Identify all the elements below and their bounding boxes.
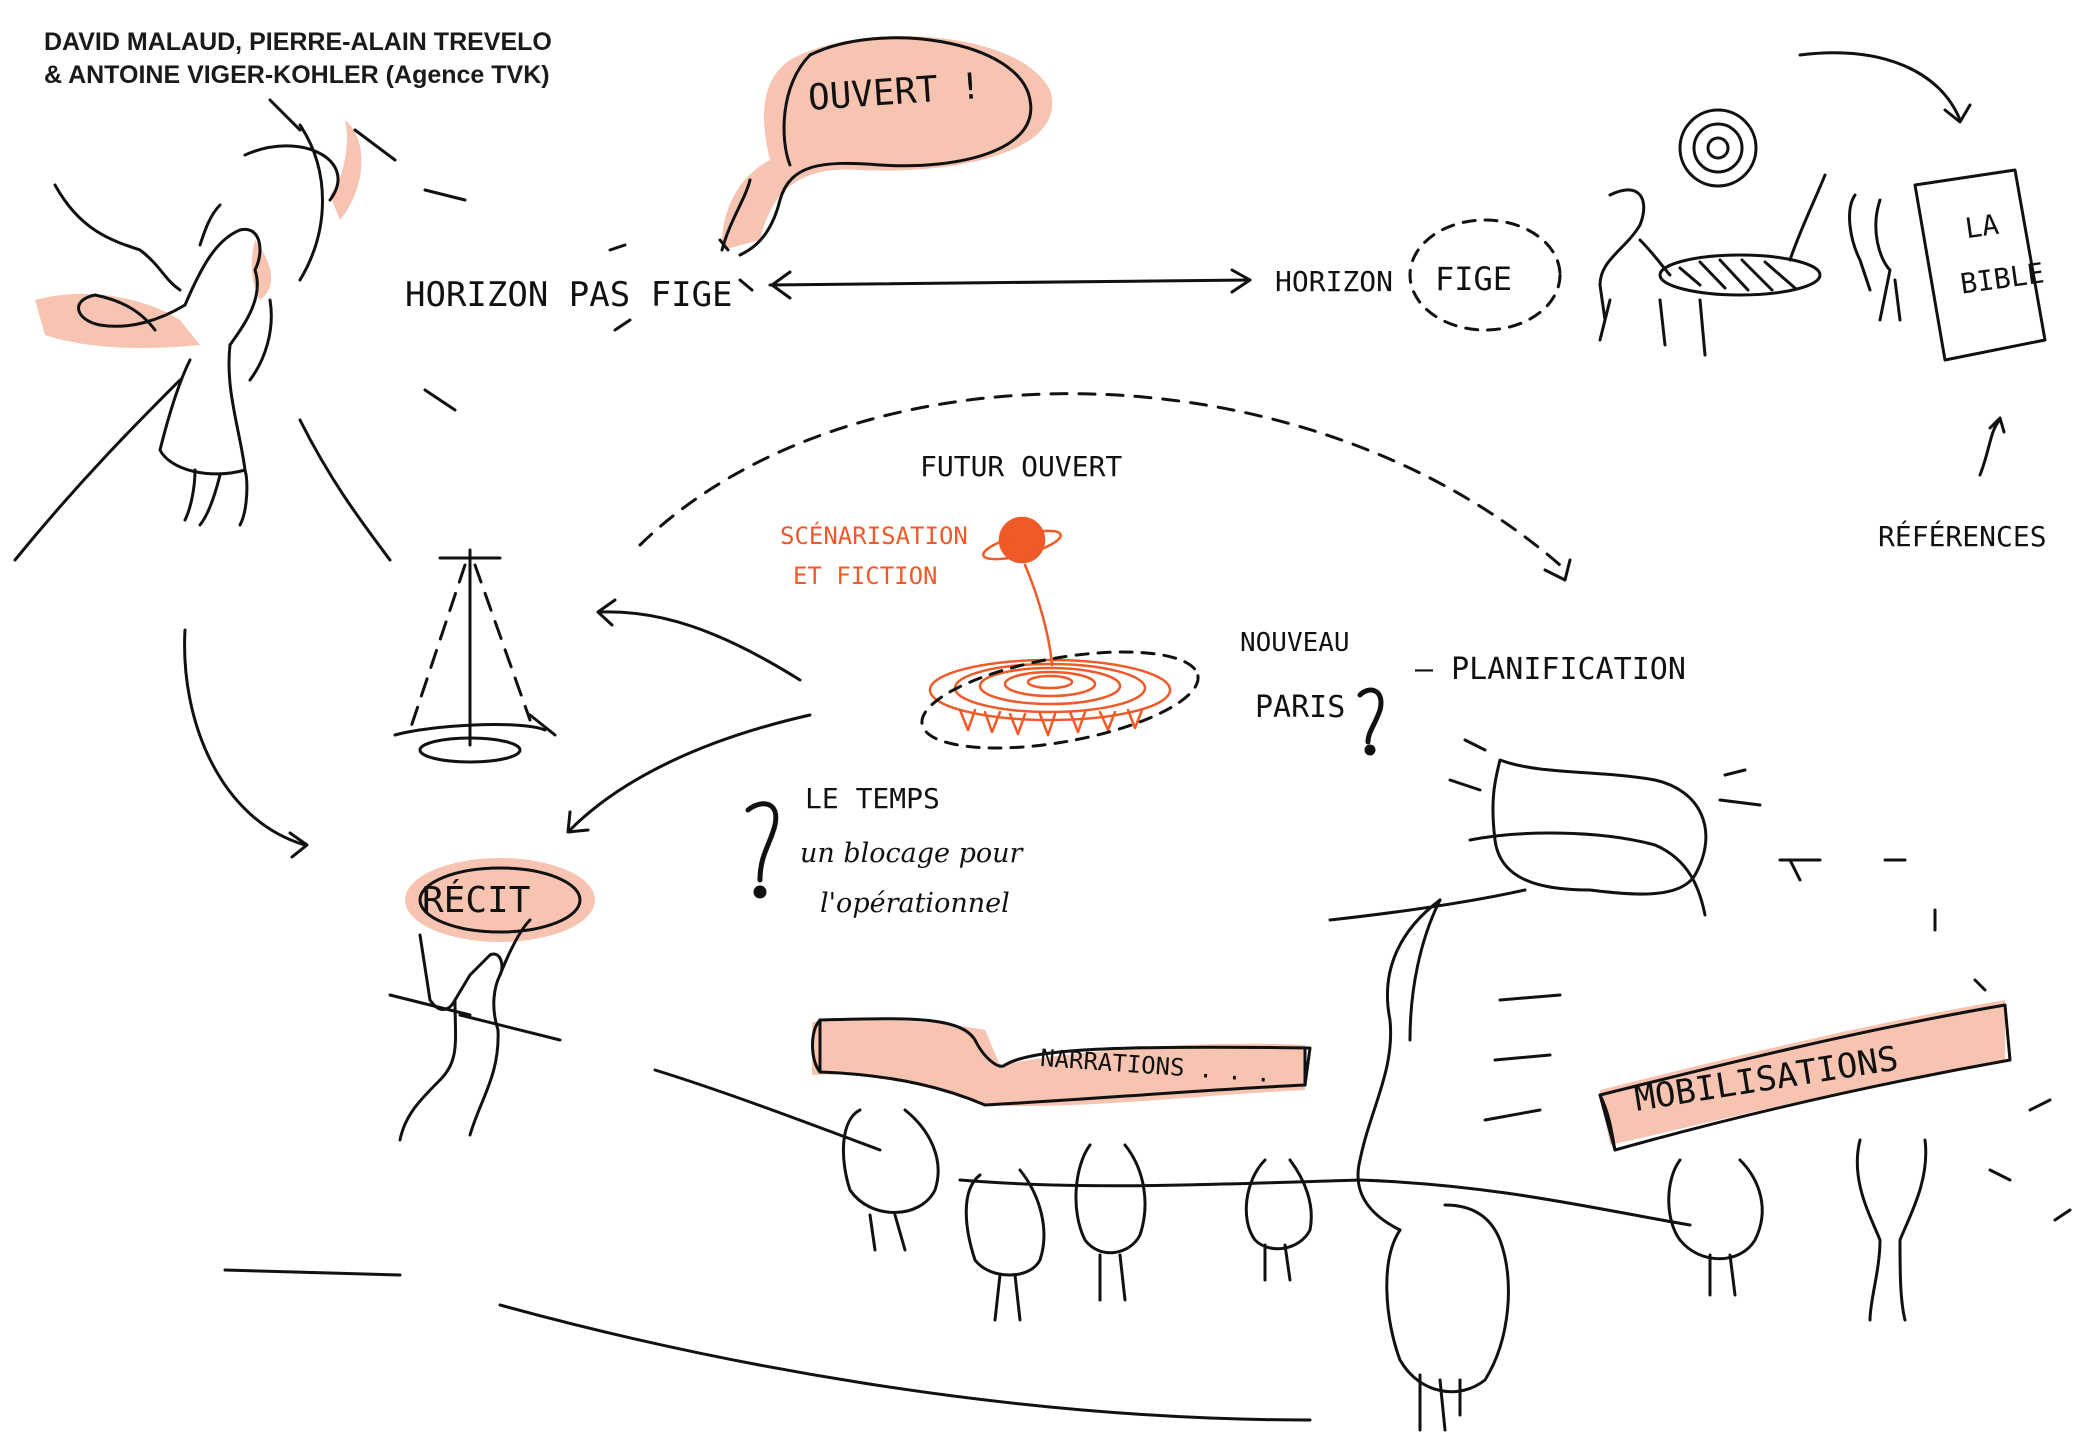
arrow-to-recit bbox=[568, 713, 812, 832]
label-futur-ouvert: FUTUR OUVERT bbox=[920, 450, 1123, 483]
arrow-references bbox=[1978, 418, 2002, 477]
question-mark-icon bbox=[745, 687, 1384, 899]
running-figure-icon bbox=[13, 98, 467, 562]
recit-figure-icon bbox=[388, 866, 582, 1142]
label-paris: PARIS bbox=[1255, 690, 1346, 725]
dashed-arc bbox=[638, 392, 1562, 567]
arrow-left-down bbox=[183, 628, 307, 847]
label-nouveau: NOUVEAU bbox=[1240, 628, 1350, 658]
label-references: RÉFÉRENCES bbox=[1878, 520, 2047, 553]
arrow-top-right bbox=[1798, 51, 1962, 122]
planet-icon bbox=[928, 516, 1172, 737]
label-horizon-prefix: HORIZON bbox=[1275, 265, 1394, 298]
horizon-double-arrow bbox=[608, 238, 1252, 332]
large-figure-icon bbox=[1328, 758, 1708, 1432]
label-scenarisation: SCÉNARISATION bbox=[780, 522, 968, 550]
horizon-fige-circle bbox=[1408, 218, 1562, 332]
credits-line-2: & ANTOINE VIGER-KOHLER (Agence TVK) bbox=[44, 61, 550, 89]
sailboat-icon bbox=[393, 548, 557, 764]
ground-line bbox=[223, 1268, 402, 1277]
label-blocage-line1: un blocage pour bbox=[800, 838, 1023, 869]
credits-line-1: DAVID MALAUD, PIERRE-ALAIN TREVELO bbox=[44, 28, 552, 56]
label-planification: — PLANIFICATION bbox=[1415, 652, 1686, 687]
dashed-orbit bbox=[920, 650, 1200, 750]
label-le-temps: LE TEMPS bbox=[805, 782, 940, 815]
meeting-table-icon bbox=[1598, 108, 1902, 357]
ground-line-2 bbox=[498, 1303, 1312, 1422]
speech-bubble bbox=[720, 36, 1033, 257]
label-recit: RÉCIT bbox=[422, 880, 531, 921]
rays-right bbox=[1448, 738, 2072, 1222]
label-horizon-fige-word: FIGE bbox=[1435, 260, 1513, 298]
label-et-fiction: ET FICTION bbox=[793, 562, 938, 590]
label-blocage-line2: l'opérationnel bbox=[820, 888, 1010, 919]
crowd-figure-icon bbox=[653, 1017, 1362, 1322]
credits: DAVID MALAUD, PIERRE-ALAIN TREVELO & ANT… bbox=[44, 26, 664, 92]
highlight-shapes bbox=[35, 36, 2005, 1145]
bible-book-icon bbox=[1913, 168, 2047, 362]
arrow-to-sailboat bbox=[598, 610, 802, 682]
label-horizon-pas-fige: HORIZON PAS FIGE bbox=[405, 275, 733, 315]
label-la: LA bbox=[1962, 207, 2001, 246]
mobilisations-banner bbox=[1598, 1003, 2012, 1322]
